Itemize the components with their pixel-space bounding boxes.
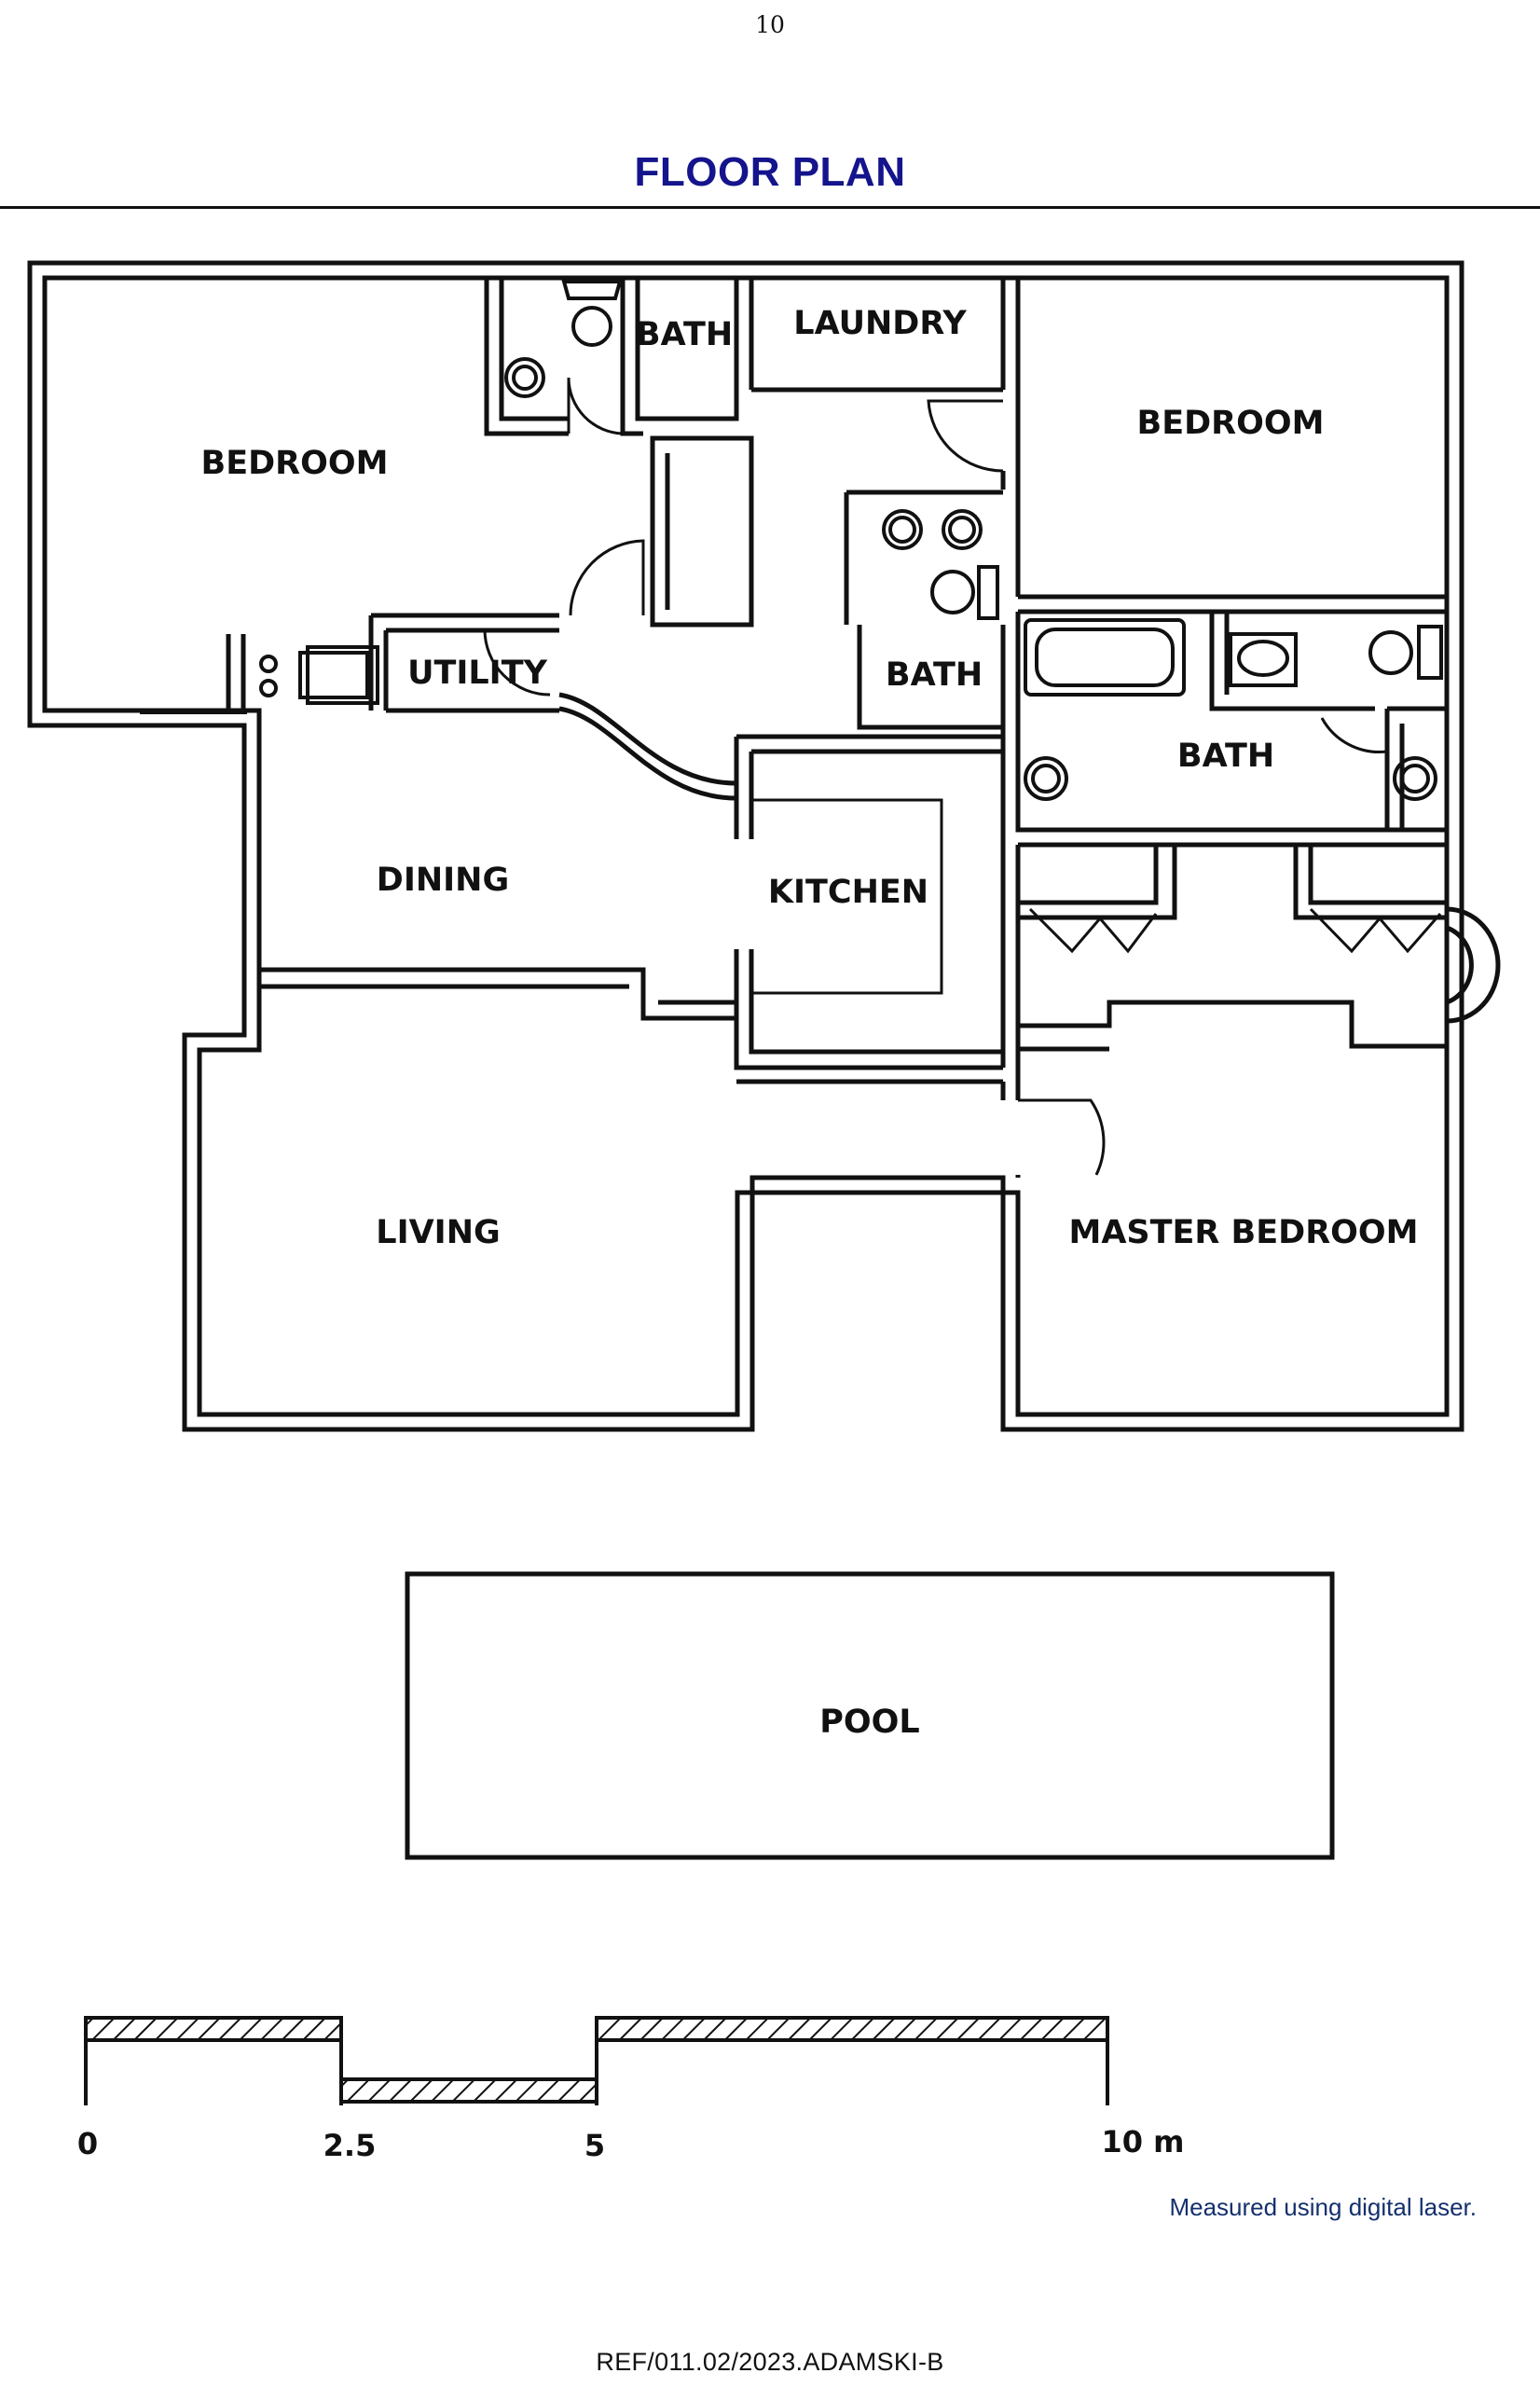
room-label-utility: UTILITY (407, 655, 548, 692)
pool-outline (405, 1571, 1335, 1860)
scale-label-10m: 10 m (1101, 2124, 1184, 2159)
reference-code: REF/011.02/2023.ADAMSKI-B (596, 2348, 944, 2376)
plumbing-fixtures (259, 280, 1443, 801)
room-label-living: LIVING (376, 1214, 500, 1251)
room-label-kitchen: KITCHEN (768, 874, 928, 911)
header-rule (0, 206, 1540, 209)
room-label-bedroom-right: BEDROOM (1137, 405, 1325, 442)
door-swings (140, 377, 1442, 1176)
measurement-note: Measured using digital laser. (1169, 2193, 1477, 2221)
room-label-bedroom-left: BEDROOM (201, 445, 389, 482)
interior-walls (226, 278, 1501, 1178)
room-label-master-bedroom: MASTER BEDROOM (1069, 1214, 1419, 1251)
page-title: FLOOR PLAN (634, 149, 906, 195)
room-label-bath-center: BATH (886, 656, 983, 694)
scale-label-0: 0 (77, 2126, 98, 2161)
room-label-bath-top: BATH (636, 316, 733, 353)
scale-label-2-5: 2.5 (323, 2128, 377, 2163)
scale-label-5: 5 (584, 2128, 605, 2163)
room-label-bath-master: BATH (1177, 738, 1274, 775)
room-label-pool: POOL (819, 1704, 919, 1741)
room-label-laundry: LAUNDRY (793, 305, 967, 342)
room-label-dining: DINING (377, 862, 509, 899)
page-number: 10 (755, 11, 785, 38)
scale-bar (84, 2016, 1109, 2105)
